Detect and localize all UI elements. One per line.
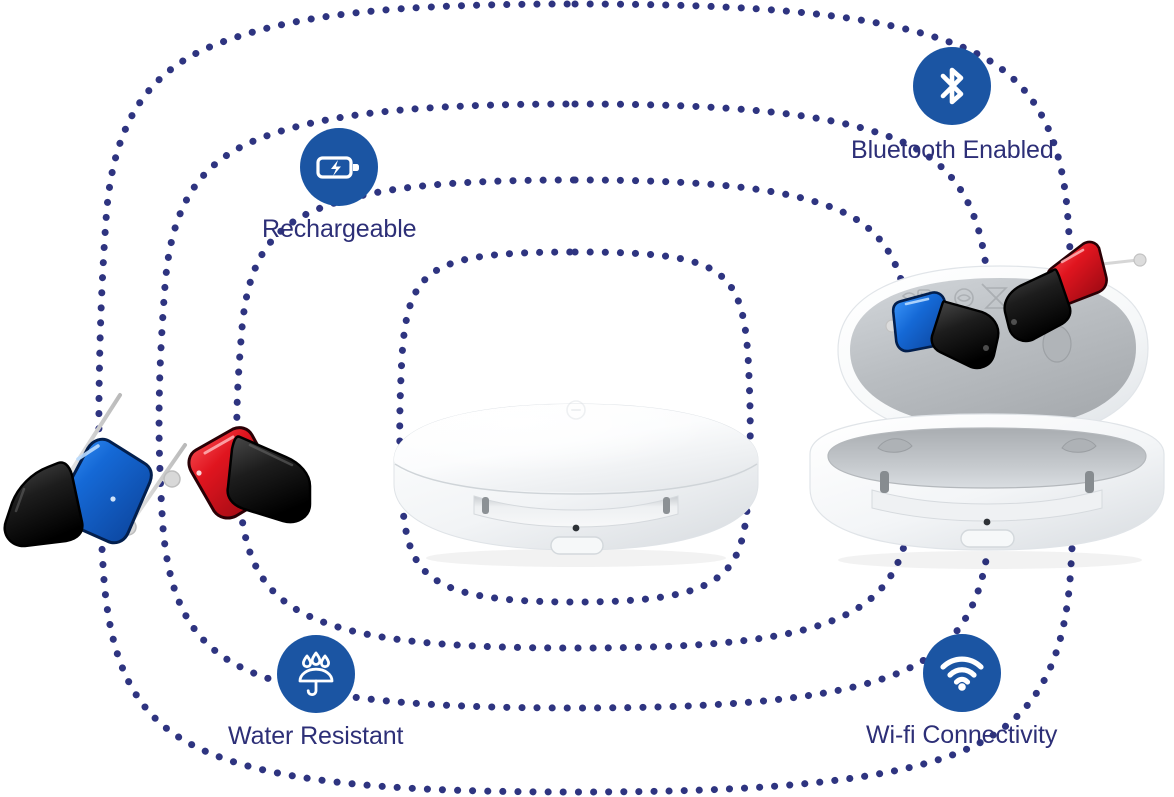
ring-third — [155, 100, 998, 712]
umbrella-rain-icon — [294, 651, 338, 697]
wifi-icon — [939, 655, 985, 691]
feature-label-bluetooth: Bluetooth Enabled — [851, 136, 1054, 164]
ring-outer — [95, 0, 1079, 796]
wifi-badge[interactable] — [922, 634, 1001, 712]
feature-label-water-resistant: Water Resistant — [228, 722, 404, 750]
feature-bluetooth[interactable]: Bluetooth Enabled — [851, 47, 1054, 163]
rechargeable-badge[interactable] — [300, 128, 379, 206]
feature-wifi[interactable]: Wi-fi Connectivity — [866, 634, 1057, 748]
water-resistant-badge[interactable] — [276, 635, 355, 713]
bluetooth-badge[interactable] — [913, 47, 992, 125]
battery-charging-icon — [315, 151, 363, 183]
ring-inner — [396, 248, 754, 606]
feature-rechargeable[interactable]: Rechargeable — [262, 128, 417, 243]
bluetooth-icon — [933, 64, 971, 108]
feature-label-wifi: Wi-fi Connectivity — [866, 721, 1058, 749]
feature-label-rechargeable: Rechargeable — [262, 215, 417, 243]
feature-water-resistant[interactable]: Water Resistant — [228, 635, 404, 750]
